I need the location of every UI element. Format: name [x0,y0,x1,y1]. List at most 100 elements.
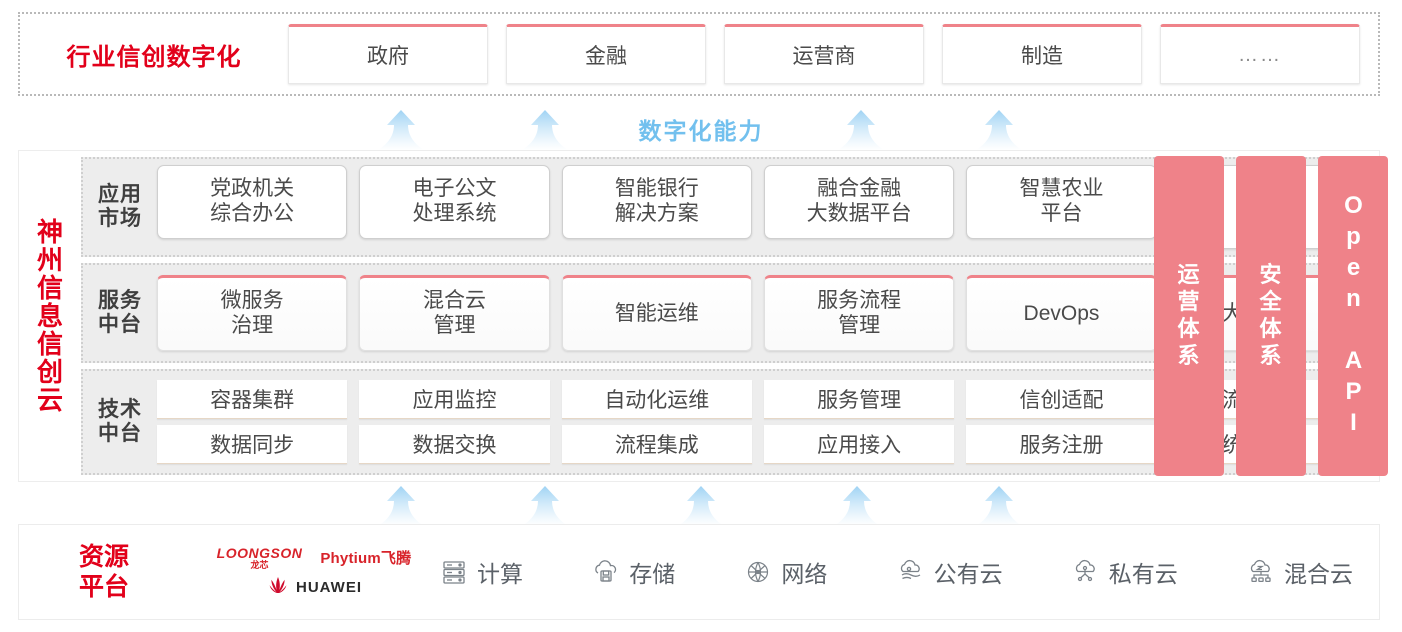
huawei-logo: HUAWEI [266,576,362,599]
resource-item-compute[interactable]: 计算 [439,555,523,589]
brand-char: 信 [36,272,63,303]
service-card-devops[interactable]: DevOps [966,275,1157,351]
card-line: 混合云 [422,289,486,313]
tech-card-data-exchange[interactable]: 数据交换 [359,425,550,464]
app-card-finance-bigdata-platform[interactable]: 融合金融大数据平台 [763,165,955,239]
tech-card-app-access[interactable]: 应用接入 [763,425,955,464]
layer-label-tech-platform: 技术 中台 [83,398,157,445]
card-line: 电子公文 [412,177,497,201]
resource-item-list: 计算 存储 [439,555,1379,589]
card-line: 平台 [1040,202,1083,225]
tech-card-xinchuang-adaptation[interactable]: 信创适配 [966,380,1157,419]
card-line: 融合金融 [817,177,902,201]
layer-label-line: 应用 [98,183,142,207]
tech-card-app-monitoring[interactable]: 应用监控 [359,380,550,419]
industry-band-title: 行业信创数字化 [66,43,242,71]
vendor-row-top: LOONGSON 龙芯 Phytium飞腾 [217,546,412,570]
resource-item-public-cloud[interactable]: 公有云 [896,555,1003,589]
brand-char: 息 [36,300,63,331]
pillar-operations-system[interactable]: 运 营 体 系 [1154,156,1224,476]
card-line: 大数据平台 [806,202,912,225]
pillar-open-api-label: Open API [1340,192,1367,440]
card-line: 管理 [838,314,881,337]
resource-platform-title: 资源 平台 [19,542,189,602]
resource-arrow-band [0,484,1402,526]
app-card-party-gov-office[interactable]: 党政机关综合办公 [157,165,348,239]
pillar-security-system[interactable]: 安 全 体 系 [1236,156,1306,476]
huawei-flower-icon [266,576,290,599]
card-line: 微服务 [220,289,284,313]
tech-card-automated-ops[interactable]: 自动化运维 [561,380,752,419]
industry-card-government[interactable]: 政府 [288,24,488,84]
pillar-char: 体 [1259,316,1283,341]
resource-item-label: 存储 [629,561,676,587]
cloud-brand-vertical-label: 神 州 信 息 信 创 云 [19,151,81,481]
up-arrow-icon [834,486,880,526]
card-line: 管理 [433,314,476,337]
digital-capability-label: 数字化能力 [638,118,764,144]
resource-item-hybrid-cloud[interactable]: 混合云 [1246,555,1353,589]
app-card-smart-agriculture-platform[interactable]: 智慧农业平台 [966,165,1157,239]
cross-cutting-pillars: 运 营 体 系 安 全 体 系 Open API [1154,156,1388,476]
pillar-char: 营 [1177,289,1201,315]
pillar-char: 全 [1259,289,1283,315]
tech-card-service-management[interactable]: 服务管理 [763,380,955,419]
resource-item-label: 计算 [477,561,523,587]
huawei-logo-text: HUAWEI [296,578,362,596]
up-arrow-icon [378,486,424,526]
pillar-char: 系 [1259,342,1283,368]
app-card-e-document-system[interactable]: 电子公文处理系统 [359,165,550,239]
industry-card-manufacturing[interactable]: 制造 [942,24,1142,84]
resource-item-network[interactable]: 网络 [743,555,827,589]
service-card-hybrid-cloud-management[interactable]: 混合云管理 [359,275,550,351]
resource-title-line: 资源 [78,543,129,571]
phytium-logo: Phytium飞腾 [320,550,412,567]
industry-card-telecom[interactable]: 运营商 [724,24,924,84]
card-line: 智慧农业 [1019,177,1104,201]
loongson-logo-cn: 龙芯 [250,559,269,570]
industry-card-finance[interactable]: 金融 [506,24,706,84]
industry-card-list: 政府 金融 运营商 制造 …… [288,24,1378,84]
vendor-logo-group: LOONGSON 龙芯 Phytium飞腾 HUAWEI [189,546,439,599]
public-cloud-icon [896,557,926,587]
card-line: 党政机关 [210,177,295,201]
card-line: 治理 [231,314,274,337]
app-card-smart-bank-solution[interactable]: 智能银行解决方案 [561,165,752,239]
resource-item-label: 公有云 [933,561,1003,587]
tech-card-data-sync[interactable]: 数据同步 [157,425,348,464]
card-line: 服务流程 [817,289,902,313]
service-card-intelligent-ops[interactable]: 智能运维 [561,275,752,351]
tech-card-process-integration[interactable]: 流程集成 [561,425,752,464]
layer-label-line: 服务 [98,289,142,313]
layer-label-line: 中台 [98,313,142,336]
card-line: 智能银行 [614,177,699,201]
layer-label-line: 市场 [98,207,142,230]
brand-char: 创 [36,357,63,388]
service-card-service-process-management[interactable]: 服务流程管理 [763,275,955,351]
tech-card-service-registry[interactable]: 服务注册 [966,425,1157,464]
up-arrow-icon [378,110,424,150]
tech-card-container-cluster[interactable]: 容器集群 [157,380,348,419]
card-line: 处理系统 [412,202,497,225]
up-arrow-icon [678,486,724,526]
pillar-char: 运 [1177,262,1201,288]
up-arrow-icon [522,486,568,526]
brand-char: 州 [36,244,63,275]
service-card-microservice-governance[interactable]: 微服务治理 [157,275,348,351]
resource-item-private-cloud[interactable]: 私有云 [1071,555,1178,589]
private-cloud-icon [1071,557,1101,587]
resource-item-storage[interactable]: 存储 [591,555,675,589]
card-line: 综合办公 [210,202,295,225]
pillar-char: 系 [1177,342,1201,368]
layer-label-service-platform: 服务 中台 [83,289,157,336]
resource-item-label: 网络 [781,561,828,587]
pillar-open-api[interactable]: Open API [1318,156,1388,476]
vendor-row-bottom: HUAWEI [266,576,362,599]
industry-band: 行业信创数字化 政府 金融 运营商 制造 …… [18,12,1380,96]
up-arrow-icon [976,486,1022,526]
up-arrow-icon [838,110,884,150]
loongson-logo-en: LOONGSON [216,544,303,561]
industry-card-more[interactable]: …… [1160,24,1360,84]
pillar-char: 安 [1259,262,1283,288]
